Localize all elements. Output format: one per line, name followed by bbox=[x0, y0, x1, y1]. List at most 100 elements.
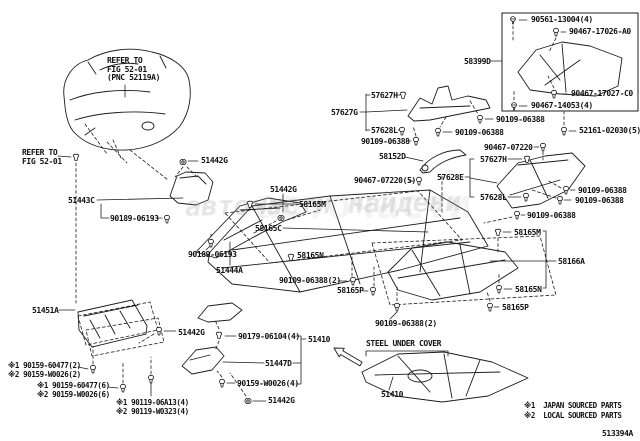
callout-part-90159-W0026-4: 90159-W0026(4) bbox=[237, 379, 299, 388]
substitution-arrow bbox=[333, 347, 363, 367]
callout-part-90109-06388-b: 90109-06388 bbox=[496, 115, 545, 124]
support-51451A-drawing bbox=[77, 299, 165, 357]
callout-footnote-90159-60477-2: ※1 90159-60477(2) bbox=[8, 361, 81, 370]
callout-part-57627H-a: 57627H bbox=[371, 91, 398, 100]
screw-icon bbox=[511, 102, 517, 111]
callout-part-51442G-c: 51442G bbox=[178, 328, 205, 337]
callout-part-57627H-b: 57627H bbox=[480, 155, 507, 164]
callout-part-51442G-a: 51442G bbox=[201, 156, 228, 165]
callout-legend-japan-sourced: ※1 JAPAN SOURCED PARTS bbox=[524, 401, 622, 410]
callout-part-51410-a: 51410 bbox=[308, 335, 331, 344]
callout-part-90109-06388-c: 90109-06388 bbox=[455, 128, 504, 137]
callout-part-90179-06104-4: 90179-06104(4) bbox=[238, 332, 300, 341]
bracket-58152D-drawing bbox=[419, 149, 467, 174]
callout-part-51410-b: 51410 bbox=[381, 390, 404, 399]
clip-icon bbox=[494, 228, 502, 236]
callout-part-90189-06193-a: 90189-06193 bbox=[110, 214, 159, 223]
callout-part-51442G-d: 51442G bbox=[268, 396, 295, 405]
bolt-icon bbox=[399, 126, 405, 136]
clip-icon bbox=[246, 200, 254, 208]
callout-part-51451A: 51451A bbox=[32, 306, 59, 315]
bolt-icon bbox=[523, 192, 529, 202]
clip-icon bbox=[72, 153, 80, 161]
bolt-icon bbox=[435, 127, 441, 137]
callout-part-90109-06388x2-a: 90109-06388(2) bbox=[279, 276, 341, 285]
member-57627G-drawing bbox=[407, 85, 491, 122]
callout-steel-under-cover-caption: STEEL UNDER COVER bbox=[366, 339, 442, 348]
callout-part-51443C: 51443C bbox=[68, 196, 95, 205]
bolt-icon bbox=[561, 126, 567, 136]
bolt-icon bbox=[208, 238, 214, 248]
callout-footnote-90159-W0026-2: ※2 90159-W0026(2) bbox=[8, 370, 81, 379]
clip-icon bbox=[215, 331, 223, 339]
callout-refer-note-bumper: REFER TO FIG 52-01 (PNC 52119A) bbox=[107, 56, 160, 82]
callout-diagram-code: 513394A bbox=[602, 429, 633, 438]
bolt-icon bbox=[148, 374, 154, 384]
bolt-icon bbox=[350, 276, 356, 286]
bolt-icon bbox=[551, 89, 557, 99]
bolt-icon bbox=[487, 302, 493, 312]
bolt-icon bbox=[394, 302, 400, 312]
screw-icon bbox=[510, 16, 516, 25]
callout-part-90467-07220-5: 90467-07220(5) bbox=[354, 176, 416, 185]
callout-part-58165N-b: 58165N bbox=[515, 285, 542, 294]
callout-part-51442G-b: 51442G bbox=[270, 185, 297, 194]
absorber-58166A-drawing bbox=[371, 235, 557, 306]
cover-58399D-drawing bbox=[501, 12, 639, 112]
bolt-icon bbox=[557, 195, 563, 205]
dashed-lines bbox=[75, 25, 565, 397]
callout-part-57628L-b: 57628L bbox=[480, 193, 507, 202]
callout-part-58165M-a: 58165M bbox=[299, 200, 326, 209]
bolt-icon bbox=[496, 284, 502, 294]
cover-small-drawing bbox=[197, 302, 243, 323]
steel-under-cover-drawing bbox=[361, 351, 529, 403]
bolt-icon bbox=[90, 364, 96, 374]
callout-legend-local-sourced: ※2 LOCAL SOURCED PARTS bbox=[524, 411, 622, 420]
callout-footnote-90159-60477-6: ※1 90159-60477(6) bbox=[37, 381, 110, 390]
callout-part-58152D: 58152D bbox=[379, 152, 406, 161]
clip-icon bbox=[523, 155, 531, 163]
callout-part-58399D: 58399D bbox=[464, 57, 491, 66]
callout-part-52161-02030-5: 52161-02030(5) bbox=[579, 126, 640, 135]
callout-part-90561-13004-4: 90561-13004(4) bbox=[531, 15, 593, 24]
bolt-icon bbox=[514, 210, 520, 220]
bolt-icon bbox=[120, 383, 126, 393]
callout-part-58165N-a: 58165N bbox=[297, 251, 324, 260]
bolt-icon bbox=[156, 326, 162, 336]
nut-icon bbox=[179, 159, 187, 165]
nut-icon bbox=[277, 215, 285, 221]
callout-part-58165P-b: 58165P bbox=[502, 303, 529, 312]
clip-icon bbox=[399, 91, 407, 99]
leader-lines bbox=[57, 19, 577, 402]
bracket-51443C-drawing bbox=[169, 171, 214, 206]
callout-refer-note-left: REFER TO FIG 52-01 bbox=[22, 148, 62, 166]
under-cover-58165C-drawing bbox=[207, 189, 489, 293]
callout-part-90109-06388-e: 90109-06388 bbox=[575, 196, 624, 205]
callout-part-57628E: 57628E bbox=[437, 173, 464, 182]
callout-part-57628L-a: 57628L bbox=[371, 126, 398, 135]
callout-part-90467-17026-A0: 90467-17026-A0 bbox=[569, 27, 631, 36]
callout-part-90109-06388x2-b: 90109-06388(2) bbox=[375, 319, 437, 328]
bolt-icon bbox=[477, 114, 483, 124]
callout-part-90189-06193-b: 90189-06193 bbox=[188, 250, 237, 259]
callout-part-58166A: 58166A bbox=[558, 257, 585, 266]
callout-part-90109-06388-f: 90109-06388 bbox=[527, 211, 576, 220]
bolt-icon bbox=[413, 136, 419, 146]
callout-part-90109-06388-d: 90109-06388 bbox=[578, 186, 627, 195]
callout-part-58165M-b: 58165M bbox=[514, 228, 541, 237]
bolt-icon bbox=[553, 27, 559, 37]
bolt-icon bbox=[563, 185, 569, 195]
callout-footnote-90159-W0026-6: ※2 90159-W0026(6) bbox=[37, 390, 110, 399]
callout-footnote-90119-06A13-4: ※1 90119-06A13(4) bbox=[116, 398, 189, 407]
callout-part-90467-14053-4: 90467-14053(4) bbox=[531, 101, 593, 110]
cover-51447D-drawing bbox=[181, 346, 225, 375]
clip-icon bbox=[287, 253, 295, 261]
bolt-icon bbox=[219, 378, 225, 388]
callout-part-90467-17027-C0: 90467-17027-C0 bbox=[571, 89, 633, 98]
bolt-icon bbox=[416, 176, 422, 186]
callout-part-90109-06388-a: 90109-06388 bbox=[361, 137, 410, 146]
callout-part-90467-07220: 90467-07220 bbox=[484, 143, 533, 152]
callout-part-51447D: 51447D bbox=[265, 359, 292, 368]
